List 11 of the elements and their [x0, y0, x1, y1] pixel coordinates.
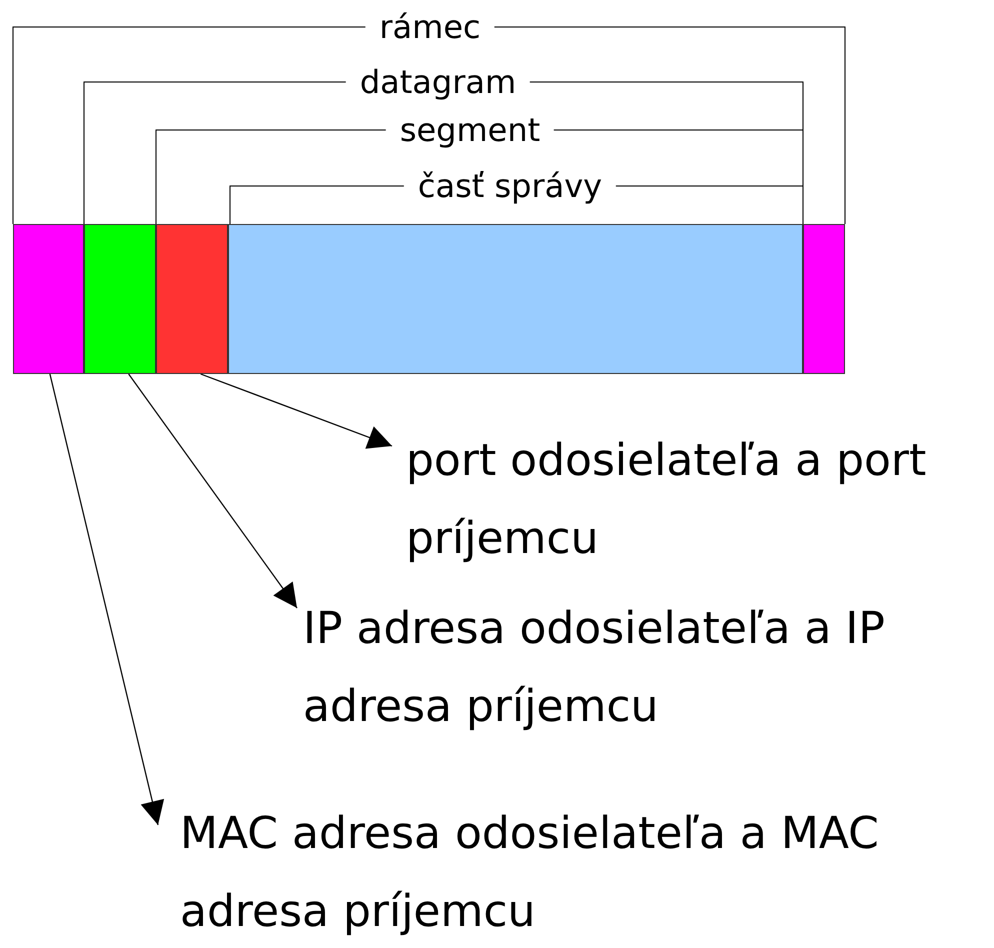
frame-trailer-segment: [803, 224, 845, 374]
arrow: [200, 373, 392, 449]
arrow: [49, 374, 164, 826]
frame-header-segment: [13, 224, 84, 374]
ip-address-note: IP adresa odosielateľa a IP adresa príjemcu: [297, 590, 991, 746]
mac-address-note: MAC adresa odosielateľa a MAC adresa príjemcu: [158, 795, 958, 948]
transport-header-segment: [156, 224, 228, 374]
ip-header-segment: [84, 224, 156, 374]
port-note: port odosielateľa a port príjemcu: [392, 422, 992, 578]
payload-segment: [228, 224, 803, 374]
arrow: [128, 374, 298, 608]
